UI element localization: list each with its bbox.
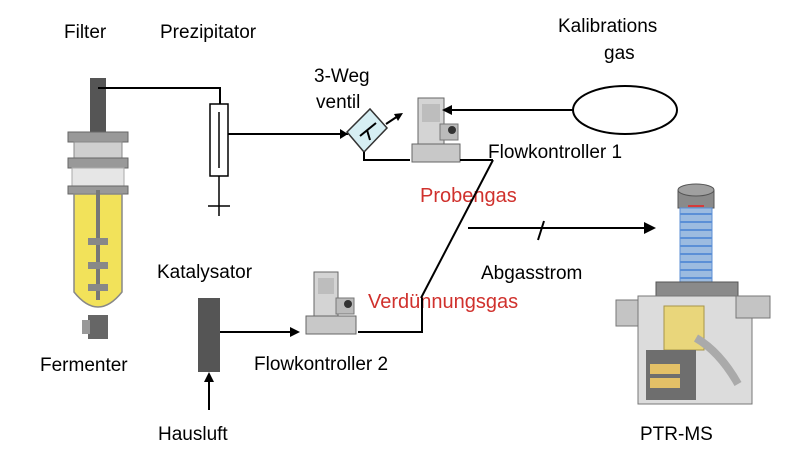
fermenter-label: Fermenter — [40, 355, 128, 376]
exhaust-stream-label: Abgasstrom — [481, 263, 582, 284]
calibration-gas-label-line2: gas — [604, 43, 635, 64]
flow-direction-tick — [537, 220, 545, 241]
ptr-ms-instrument — [615, 183, 771, 405]
house-air-label: Hausluft — [158, 424, 228, 445]
dilution-gas-label: Verdünnungsgas — [368, 291, 518, 313]
fermenter-to-precipitator-tube — [98, 87, 221, 104]
valve-bypass-tube — [363, 152, 410, 161]
threeway-valve-label-line2: ventil — [316, 92, 360, 113]
precipitator — [208, 103, 230, 216]
calibration-gas-label-line1: Kalibrations — [558, 16, 657, 37]
flow-controller-2-label: Flowkontroller 2 — [254, 354, 388, 375]
precipitator-label: Prezipitator — [160, 22, 257, 43]
threeway-valve-label-line1: 3-Weg — [314, 66, 370, 87]
ptr-ms-label: PTR-MS — [640, 424, 713, 445]
fc2-to-diagonal-tube — [358, 298, 423, 333]
fermenter — [67, 78, 129, 339]
catalyst — [198, 298, 220, 372]
three-way-valve — [345, 107, 389, 154]
sample-gas-diagonal — [420, 159, 494, 299]
sample-gas-label: Probengas — [420, 185, 517, 207]
flow-controller-1-label: Flowkontroller 1 — [488, 142, 622, 163]
flow-controller-1 — [411, 97, 461, 163]
catalyst-label: Katalysator — [157, 262, 253, 283]
filter-label: Filter — [64, 22, 107, 43]
calibration-gas-bag — [572, 85, 678, 135]
flow-controller-2 — [305, 271, 357, 335]
